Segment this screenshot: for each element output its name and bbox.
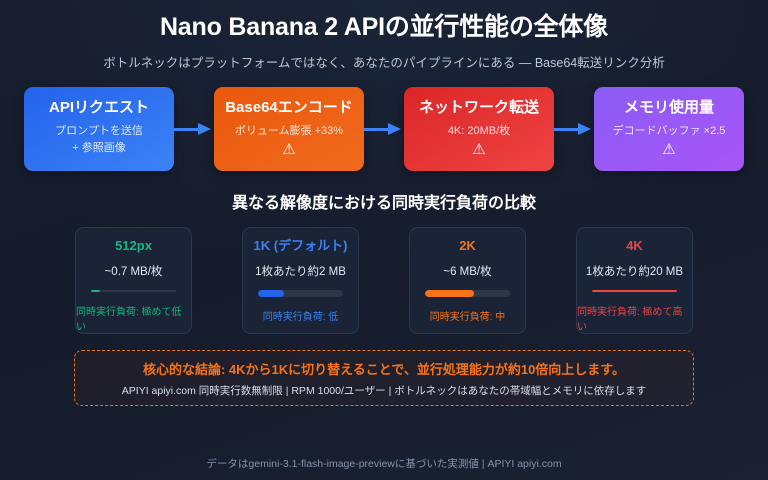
flow-step-sub: プロンプトを送信 [55, 124, 143, 137]
conclusion-meta-text: APIYI apiyi.com 同時実行数無制限 | RPM 1000/ユーザー… [121, 384, 647, 397]
resolution-card-512px: 512px ~0.7 MB/枚 同時実行負荷: 極めて低い [75, 227, 192, 335]
page-title: Nano Banana 2 APIの並行性能の全体像 [159, 13, 609, 41]
footer-note: データはgemini-3.1-flash-image-previewに基づいた実… [206, 458, 562, 470]
load-progress-bar [592, 290, 677, 293]
arrow-right-icon [364, 121, 404, 137]
flow-step-sub: 4K: 20MB/枚 [447, 124, 511, 137]
resolution-size-value: 1枚あたり約2 MB [255, 266, 346, 279]
conclusion-key-text: 核心的な結論: 4Kから1Kに切り替えることで、並行処理能力が約10倍向上します… [142, 361, 626, 377]
flow-step-network-transfer: ネットワーク転送 4K: 20MB/枚 ⚠ [404, 87, 554, 172]
load-level-label: 同時実行負荷: 中 [429, 312, 506, 324]
flow-step-title: ネットワーク転送 [418, 99, 539, 117]
flow-step-api-request: APIリクエスト プロンプトを送信 + 参照画像 [24, 87, 174, 172]
arrow-right-icon [554, 121, 594, 137]
page-header: Nano Banana 2 APIの並行性能の全体像 ボトルネックはプラットフォ… [0, 0, 768, 71]
flow-step-title: Base64エンコード [225, 99, 353, 117]
load-level-label: 同時実行負荷: 極めて高い [577, 307, 683, 334]
resolution-comparison-cards: 512px ~0.7 MB/枚 同時実行負荷: 極めて低い 1K (デフォルト)… [0, 227, 768, 335]
load-progress-bar [258, 290, 343, 298]
section-title: 異なる解像度における同時実行負荷の比較 [231, 195, 536, 213]
flow-step-sub: ボリューム膨張 +33% [234, 124, 344, 137]
resolution-label: 1K (デフォルト) [253, 238, 348, 254]
load-progress-bar [91, 290, 176, 293]
conclusion-box: 核心的な結論: 4Kから1Kに切り替えることで、並行処理能力が約10倍向上します… [74, 350, 694, 407]
arrow-right-icon [174, 121, 214, 137]
resolution-label: 512px [115, 238, 152, 254]
warning-triangle-icon: ⚠ [472, 140, 486, 158]
load-level-label: 同時実行負荷: 低 [262, 312, 339, 324]
pipeline-flow: APIリクエスト プロンプトを送信 + 参照画像 Base64エンコード ボリュ… [0, 87, 768, 172]
flow-step-title: メモリ使用量 [623, 99, 714, 117]
resolution-card-4k: 4K 1枚あたり約20 MB 同時実行負荷: 極めて高い [576, 227, 693, 335]
flow-step-sub2: + 参照画像 [72, 141, 126, 154]
resolution-size-value: 1枚あたり約20 MB [585, 266, 684, 279]
resolution-card-1k: 1K (デフォルト) 1枚あたり約2 MB 同時実行負荷: 低 [242, 227, 359, 335]
load-progress-bar [425, 290, 510, 298]
flow-step-sub: デコードバッファ ×2.5 [612, 124, 726, 137]
load-level-label: 同時実行負荷: 極めて低い [76, 307, 182, 334]
flow-step-title: APIリクエスト [48, 99, 149, 117]
page-subtitle: ボトルネックはプラットフォームではなく、あなたのパイプラインにある — Base… [103, 56, 665, 71]
resolution-label: 4K [626, 238, 643, 254]
resolution-size-value: ~6 MB/枚 [443, 266, 492, 279]
flow-step-memory-usage: メモリ使用量 デコードバッファ ×2.5 ⚠ [594, 87, 744, 172]
resolution-size-value: ~0.7 MB/枚 [104, 266, 163, 279]
flow-step-base64-encode: Base64エンコード ボリューム膨張 +33% ⚠ [214, 87, 364, 172]
resolution-card-2k: 2K ~6 MB/枚 同時実行負荷: 中 [409, 227, 526, 335]
warning-triangle-icon: ⚠ [282, 140, 296, 158]
resolution-label: 2K [459, 238, 476, 254]
warning-triangle-icon: ⚠ [662, 140, 676, 158]
